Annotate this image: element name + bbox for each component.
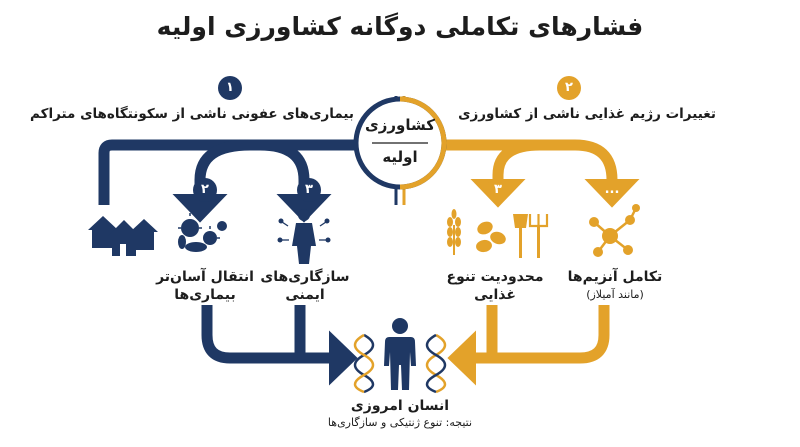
enzymes-label: تکامل آنزیم‌ها (مانند آمیلاز) — [567, 269, 663, 301]
arrow-to-houses — [98, 139, 364, 205]
arrow-to-diet — [436, 139, 541, 208]
farm-tools-icon — [513, 214, 549, 258]
wheat-icon — [447, 209, 461, 255]
disease-label: انتقال آسان‌تر بیماری‌ها — [156, 269, 254, 303]
diet-badge: ۳ — [486, 178, 510, 202]
arrow-disease-to-human — [201, 305, 358, 386]
arrow-enzymes-to-human — [447, 305, 610, 386]
left-branch-heading: بیماری‌های عفونی ناشی از سکونتگاه‌های مت… — [30, 106, 354, 122]
center-label-top: کشاورزی — [365, 116, 435, 134]
diet-label: محدودیت تنوع غذایی — [446, 269, 544, 303]
right-flow-lines — [436, 139, 640, 386]
arrow-to-disease — [172, 139, 364, 223]
immune-badge: ۳ — [297, 178, 321, 202]
result-label: انسان امروزی — [350, 398, 450, 414]
disease-badge: ۲ — [193, 178, 217, 202]
right-branch-heading: تغییرات رژیم غذایی ناشی از کشاورزی — [458, 106, 716, 122]
beans-icon — [476, 221, 506, 253]
right-branch-badge: ۲ — [557, 76, 581, 100]
molecule-icon — [589, 204, 640, 257]
center-label-bottom: اولیه — [382, 148, 418, 166]
enzymes-badge: ... — [600, 178, 624, 202]
houses-icon — [88, 216, 158, 256]
human-dna-icon — [353, 318, 447, 394]
immune-body-icon — [277, 209, 331, 264]
left-branch-badge: ۱ — [218, 76, 242, 100]
diagram-title: فشارهای تکاملی دوگانه کشاورزی اولیه — [156, 12, 644, 41]
result-sub: نتیجه: تنوع ژنتیکی و سازگاری‌ها — [327, 416, 473, 429]
left-flow-lines — [98, 139, 364, 386]
germs-icon — [178, 213, 227, 252]
immune-label: سازگاری‌های ایمنی — [260, 269, 350, 303]
